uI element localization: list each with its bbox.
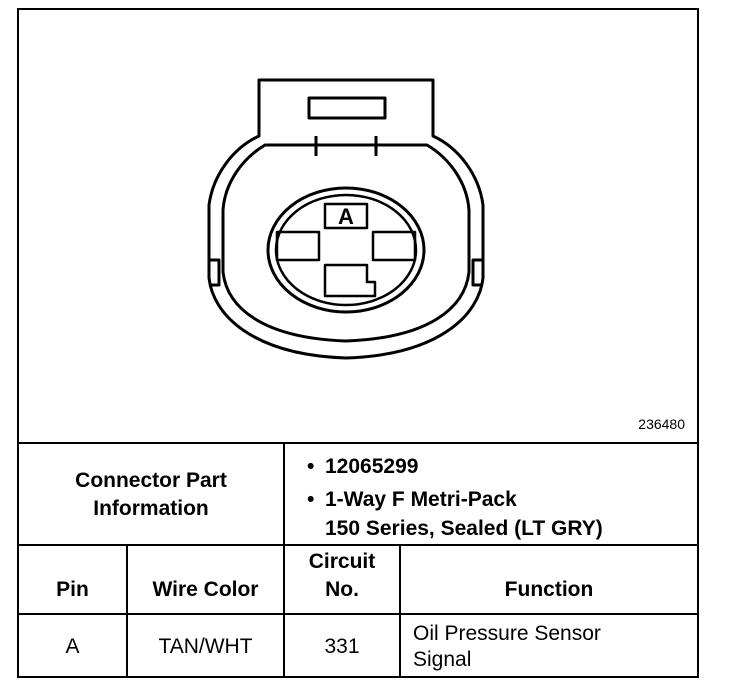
part-info-label: Connector Part Information bbox=[19, 444, 283, 546]
connector-face-view: A bbox=[207, 78, 485, 360]
right-latch bbox=[471, 258, 483, 287]
lock-tab-neck bbox=[314, 136, 378, 156]
seal-ring-outer bbox=[266, 186, 426, 314]
cell-function-line1: Oil Pressure Sensor bbox=[413, 622, 601, 645]
cell-function-line2: Signal bbox=[413, 648, 472, 671]
part-info-label-line2: Information bbox=[93, 497, 209, 520]
header-circuit-line2: No. bbox=[325, 578, 359, 601]
cavity-left bbox=[275, 230, 321, 262]
cell-wire-color: TAN/WHT bbox=[158, 635, 253, 658]
connector-diagram-frame: A 236480 Connector Part Information • 12… bbox=[17, 8, 699, 678]
part-info-item: • 12065299 bbox=[307, 452, 603, 481]
figure-id: 236480 bbox=[638, 416, 685, 432]
left-latch bbox=[209, 258, 221, 287]
connector-series: 150 Series, Sealed (LT GRY) bbox=[325, 517, 603, 540]
part-number: 12065299 bbox=[325, 455, 419, 478]
divider-header bbox=[19, 613, 697, 615]
divider-drawing bbox=[19, 442, 697, 444]
connector-inner-rim bbox=[221, 143, 471, 343]
cell-function: Oil Pressure Sensor Signal bbox=[413, 621, 693, 673]
divider-col-function bbox=[399, 544, 401, 678]
divider-part-info bbox=[19, 544, 697, 546]
header-function: Function bbox=[504, 578, 594, 601]
pin-a-box bbox=[323, 202, 369, 230]
divider-col-circuit bbox=[283, 442, 285, 678]
lock-tab-slot bbox=[307, 96, 387, 120]
part-info-item: • 1-Way F Metri-Pack 150 Series, Sealed … bbox=[307, 485, 603, 543]
header-circuit-line1: Circuit bbox=[308, 550, 376, 573]
connector-drawing-area: A 236480 bbox=[19, 10, 697, 442]
header-circuit: Circuit No. bbox=[285, 548, 399, 604]
connector-type: 1-Way F Metri-Pack bbox=[325, 488, 517, 511]
bullet-dot: • bbox=[307, 488, 315, 511]
cavity-bottom bbox=[323, 263, 377, 298]
header-pin: Pin bbox=[56, 578, 89, 601]
cell-circuit: 331 bbox=[324, 635, 360, 658]
connector-outer-body bbox=[207, 78, 485, 360]
divider-col-wire bbox=[126, 544, 128, 678]
part-info-list: • 12065299 • 1-Way F Metri-Pack 150 Seri… bbox=[307, 452, 603, 543]
header-wire-color: Wire Color bbox=[152, 578, 259, 601]
cell-pin: A bbox=[65, 635, 80, 658]
cavity-right bbox=[371, 230, 417, 262]
pin-a-label: A bbox=[338, 204, 354, 229]
bullet-dot: • bbox=[307, 455, 315, 478]
part-info-label-line1: Connector Part bbox=[75, 469, 227, 492]
